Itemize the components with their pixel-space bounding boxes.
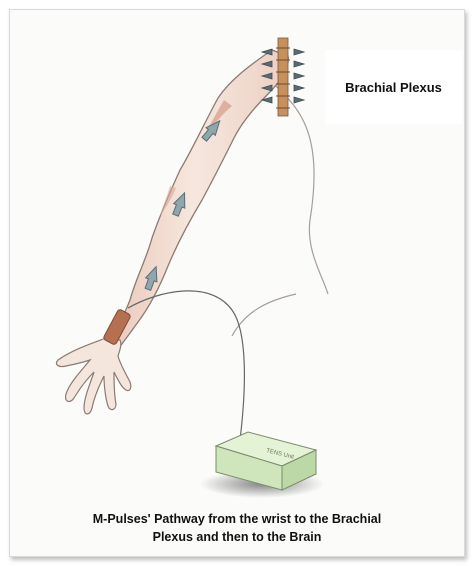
hand-shape — [56, 338, 130, 414]
torso-outline — [262, 70, 328, 294]
caption-line-1: M-Pulses' Pathway from the wrist to the … — [30, 510, 444, 528]
figure-frame: TENS Unit Brachial Plexus M-Pulses' Path… — [9, 9, 465, 557]
brachial-plexus-graphic — [262, 38, 304, 116]
brachial-plexus-label-box: Brachial Plexus — [325, 50, 462, 124]
figure-caption: M-Pulses' Pathway from the wrist to the … — [30, 510, 444, 546]
spine-column — [278, 38, 288, 116]
brachial-plexus-label: Brachial Plexus — [345, 80, 442, 95]
caption-line-2: Plexus and then to the Brain — [30, 528, 444, 546]
torso-curve — [232, 294, 296, 336]
